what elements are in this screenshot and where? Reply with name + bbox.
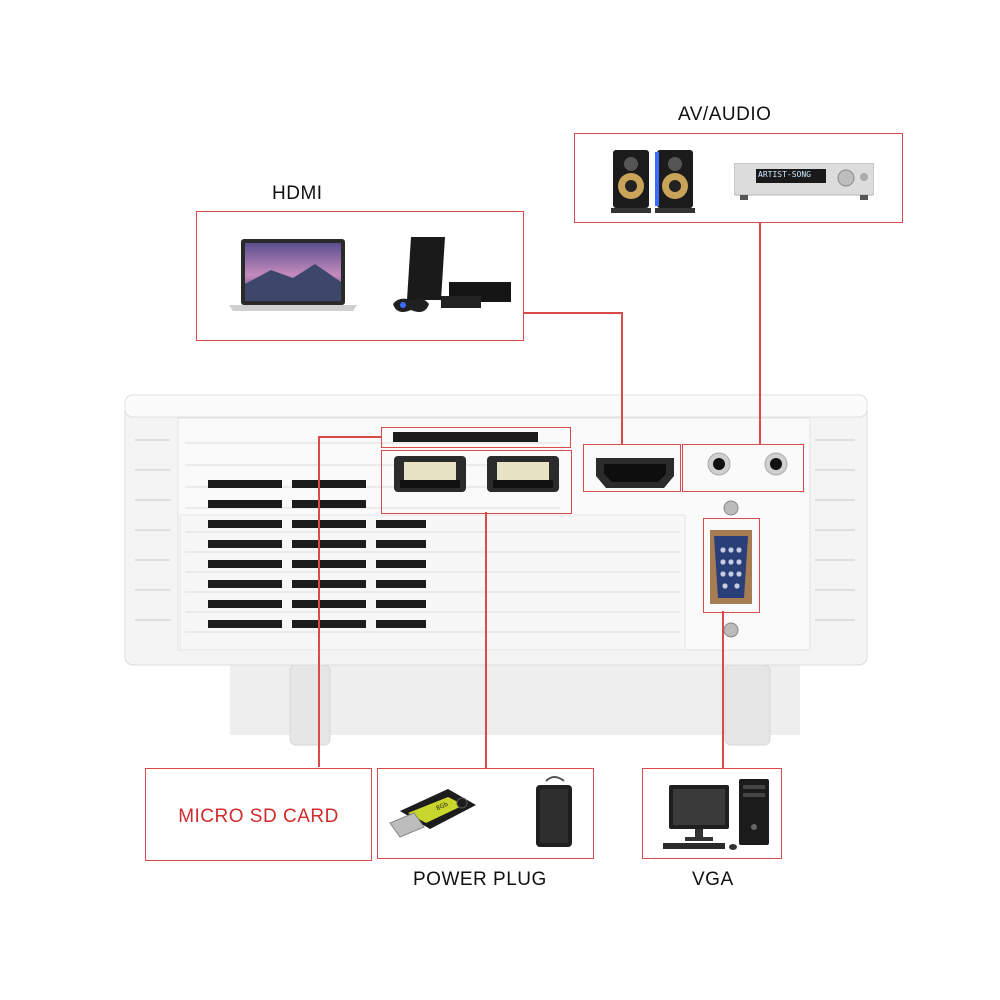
connector-vga	[722, 611, 724, 768]
game-console-icon	[393, 237, 511, 312]
desktop-computer-icon	[663, 779, 769, 850]
connector-sd	[318, 436, 320, 767]
label-av-audio: AV/AUDIO	[678, 104, 772, 125]
label-power-plug: POWER PLUG	[413, 869, 547, 890]
power-plug-box: 8Gb	[377, 768, 594, 859]
connector-sd-horizontal	[318, 436, 381, 438]
speakers-icon	[611, 150, 695, 213]
hdmi-box	[196, 211, 524, 341]
connector-audio	[759, 222, 761, 444]
hard-drive-icon	[536, 776, 572, 847]
receiver-icon: ARTIST-SONG	[734, 163, 874, 203]
connector-hdmi	[522, 312, 622, 314]
connector-hdmi-vertical	[621, 312, 623, 444]
vga-box	[642, 768, 782, 859]
hdmi-port-highlight	[583, 444, 681, 492]
label-hdmi: HDMI	[272, 183, 323, 204]
audio-ports-highlight	[682, 444, 804, 492]
sd-slot-highlight	[381, 427, 571, 448]
label-vga: VGA	[692, 869, 734, 890]
label-micro-sd: MICRO SD CARD	[178, 806, 339, 827]
vga-port-highlight	[703, 518, 760, 613]
usb-ports-highlight	[381, 450, 572, 514]
laptop-icon	[229, 239, 357, 311]
connector-usb	[485, 512, 487, 768]
usb-drive-icon	[389, 789, 476, 838]
receiver-display-text: ARTIST-SONG	[758, 170, 811, 179]
micro-sd-box: MICRO SD CARD	[145, 768, 372, 861]
